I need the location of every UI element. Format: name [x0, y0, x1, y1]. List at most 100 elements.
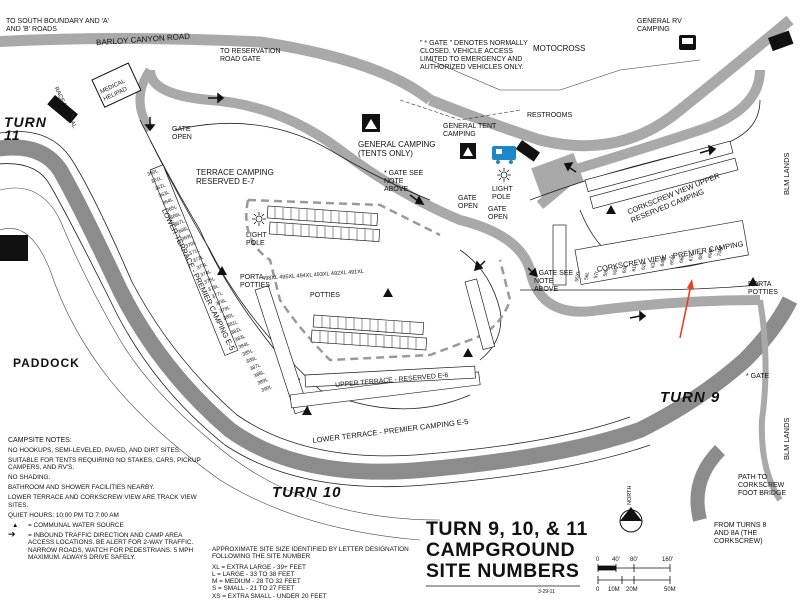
rv-camper-icon — [492, 146, 516, 164]
site-number-label: 382L — [230, 326, 243, 336]
site-number-label: 70M — [717, 246, 725, 257]
light-pole-icon — [497, 168, 511, 182]
size-heading: APPROXIMATE SITE SIZE IDENTIFIED BY LETT… — [212, 546, 409, 561]
note-item: NO HOOKUPS, SEMI-LEVELED, PAVED, AND DIR… — [8, 447, 181, 454]
site-block-lower-bottom — [289, 371, 481, 409]
site-number-label: 378L — [215, 298, 228, 308]
map-date: 3-29-11 — [538, 589, 555, 595]
tent-icon — [460, 143, 476, 159]
turn-11-label: TURN 11 — [4, 114, 47, 143]
scale-tick-label: 40' — [612, 557, 620, 563]
title-line-1: TURN 9, 10, & 11 — [426, 518, 588, 540]
site-block-slope — [464, 278, 496, 351]
water-source-icon — [217, 205, 758, 415]
map-title: TURN 9, 10, & 11 CAMPGROUND SITE NUMBERS — [426, 519, 588, 582]
site-number-label: 370L — [185, 240, 198, 250]
general-camping-label: GENERAL CAMPING (TENTS ONLY) — [358, 140, 436, 158]
site-number-label: 363L — [158, 190, 171, 200]
medical-helipad-building — [91, 62, 142, 108]
site-number-label: 69M — [707, 248, 715, 259]
track-edge-outer — [0, 131, 631, 457]
site-number-label: 63L — [650, 259, 657, 268]
scale-bar — [597, 564, 671, 584]
race-track-turn-9 — [636, 296, 798, 438]
barloy-canyon-road — [427, 15, 794, 152]
gate-label: * GATE — [746, 373, 770, 380]
site-number-label: 362L — [154, 182, 167, 192]
site-number-label: 374L — [200, 269, 213, 279]
red-pointer-line — [679, 284, 692, 339]
site-number-label: 68L — [698, 251, 705, 260]
rv-icon — [679, 35, 696, 50]
legend-traffic-text: = INBOUND TRAFFIC DIRECTION AND CAMP ARE… — [28, 531, 194, 562]
note-item: BATHROOM AND SHOWER FACILITIES NEARBY. — [8, 484, 155, 492]
paddock-building — [0, 235, 28, 261]
site-number-label: 61L — [631, 263, 638, 272]
site-number-label: 364L — [162, 197, 175, 207]
note-item: QUIET HOURS: 10:00 PM TO 7:00 AM — [8, 511, 119, 519]
site-number-label: 55XL — [574, 270, 582, 283]
scale-metric-label: 20M — [626, 587, 638, 593]
tent-icon — [362, 114, 380, 132]
blm-lands-label-bottom: BLM LANDS — [782, 417, 791, 460]
site-number-label: 375L — [204, 276, 217, 286]
north-arrow-icon — [619, 507, 643, 533]
scale-tick-label: 80' — [630, 557, 638, 563]
blm-road — [757, 299, 783, 502]
medical-road — [135, 67, 154, 133]
site-number-group: 360L361L362L363L364L365L366L367L368L369L… — [147, 168, 274, 394]
gate-see-note-label-2: * GATE SEE NOTE ABOVE — [534, 270, 574, 293]
site-number-label: 389L — [257, 377, 270, 387]
scale-metric-label: 50M — [664, 587, 676, 593]
north-label: NORTH — [627, 485, 633, 505]
light-pole-icon — [252, 212, 266, 226]
site-number-label: 57L — [593, 269, 600, 278]
site-number-label: 381L — [226, 319, 239, 329]
dirt-road — [399, 99, 521, 121]
reservation-gate-label: TO RESERVATION ROAD GATE — [220, 48, 281, 63]
size-row: XL = EXTRA LARGE - 39+ FEET — [212, 563, 306, 571]
barloy-canyon-road — [0, 33, 434, 105]
site-number-label: 383L — [234, 334, 247, 344]
site-number-label: 59L — [612, 266, 619, 275]
site-number-label: 367L — [173, 218, 186, 228]
porta-potties-label-right: PORTA POTTIES — [748, 281, 778, 296]
site-block-lower-left — [149, 164, 239, 356]
track-edge-inner — [0, 163, 651, 487]
site-block-corkscrew — [574, 220, 749, 285]
general-tent-label: GENERAL TENT CAMPING — [443, 123, 497, 138]
from-turns-label: FROM TURNS 8 AND 8A (THE CORKSCREW) — [714, 522, 767, 545]
campsite-notes: CAMPSITE NOTES: NO HOOKUPS, SEMI-LEVELED… — [8, 437, 208, 564]
note-item: LOWER TERRACE AND CORKSCREW VIEW ARE TRA… — [8, 494, 197, 509]
race-track-lower — [690, 445, 726, 522]
size-row: L = LARGE - 33 TO 38 FEET — [212, 570, 295, 578]
scale-metric-label: 0 — [596, 587, 600, 593]
site-number-label: 360L — [147, 168, 160, 178]
scale-tick-label: 160' — [662, 557, 674, 563]
site-number-label: 64M — [660, 256, 668, 267]
red-pointer-head — [687, 279, 694, 290]
gate-note: " * GATE " DENOTES NORMALLY CLOSED. VEHI… — [420, 40, 528, 71]
general-rv-label: GENERAL RV CAMPING — [637, 18, 682, 33]
notes-heading: CAMPSITE NOTES: — [8, 437, 72, 444]
rv-building — [768, 30, 794, 52]
site-stripes — [274, 207, 417, 350]
site-number-label: 60L — [622, 264, 629, 273]
legend-water-text: = COMMUNAL WATER SOURCE — [28, 521, 124, 529]
terrain-line — [0, 187, 441, 521]
site-number-label: 386L — [245, 355, 258, 365]
site-number-label: 390L — [261, 384, 274, 394]
site-number-label: 377L — [211, 290, 224, 300]
site-number-label: 361L — [150, 175, 163, 185]
paddock-label: PADDOCK — [13, 356, 80, 370]
note-item: NO SHADING. — [8, 474, 51, 482]
site-block-upper-terrace — [304, 365, 476, 388]
terrace-camping-label: TERRACE CAMPING RESERVED E-7 — [196, 168, 274, 186]
corkscrew-road — [538, 69, 765, 185]
site-number-label: 372L — [192, 254, 205, 264]
scale-tick-label: 0 — [596, 557, 600, 563]
porta-potties-label-left: PORTA POTTIES — [240, 274, 270, 289]
